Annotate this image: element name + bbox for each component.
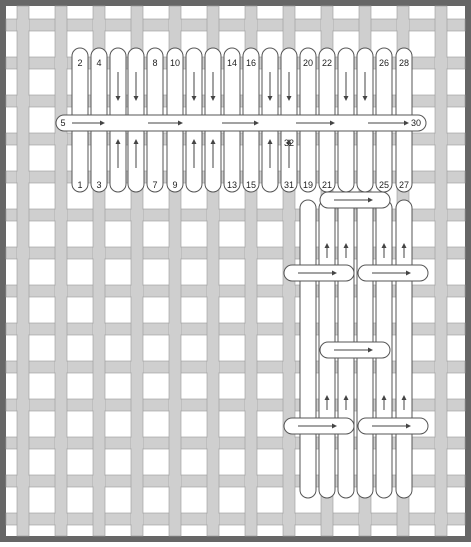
weave-crossing xyxy=(93,20,105,31)
weave-crossing xyxy=(55,362,67,373)
weave-crossing xyxy=(17,172,29,183)
stitch-number-19: 19 xyxy=(303,180,313,190)
weave-crossing xyxy=(283,210,295,221)
horizontal-thread xyxy=(6,513,465,525)
weave-crossing xyxy=(207,286,219,297)
weave-crossing xyxy=(55,514,67,525)
weave-crossing xyxy=(131,362,143,373)
weave-crossing xyxy=(435,286,447,297)
stitch-number-28: 28 xyxy=(399,58,409,68)
weave-crossing xyxy=(245,400,257,411)
stitch-number-15: 15 xyxy=(246,180,256,190)
stitch-number-22: 22 xyxy=(322,58,332,68)
stitch-number-1: 1 xyxy=(77,180,82,190)
weave-crossing xyxy=(17,248,29,259)
weave-crossing xyxy=(207,514,219,525)
weave-crossing xyxy=(55,58,67,69)
weave-crossing xyxy=(17,400,29,411)
stitch-number-2: 2 xyxy=(77,58,82,68)
weave-crossing xyxy=(169,400,181,411)
weave-crossing xyxy=(93,476,105,487)
vertical-thread xyxy=(17,6,29,536)
stitch-number-8: 8 xyxy=(152,58,157,68)
weave-crossing xyxy=(55,210,67,221)
weave-crossing xyxy=(55,438,67,449)
stitch-number-13: 13 xyxy=(227,180,237,190)
weave-crossing xyxy=(283,362,295,373)
stitch-number-30: 30 xyxy=(411,118,421,128)
weave-crossing xyxy=(93,248,105,259)
weave-crossing xyxy=(397,20,409,31)
weave-crossing xyxy=(245,20,257,31)
stitch-number-7: 7 xyxy=(152,180,157,190)
stitch-number-32: 32 xyxy=(284,138,294,148)
stitch-number-4: 4 xyxy=(96,58,101,68)
weave-crossing xyxy=(17,96,29,107)
stitch-number-3: 3 xyxy=(96,180,101,190)
weave-crossing xyxy=(435,210,447,221)
weave-crossing xyxy=(321,20,333,31)
stitch-number-14: 14 xyxy=(227,58,237,68)
stitch-number-25: 25 xyxy=(379,180,389,190)
weave-crossing xyxy=(93,400,105,411)
weave-crossing xyxy=(359,514,371,525)
weave-crossing xyxy=(245,248,257,259)
stitch-number-10: 10 xyxy=(170,58,180,68)
stitch-number-9: 9 xyxy=(172,180,177,190)
stitch-number-21: 21 xyxy=(322,180,332,190)
weave-crossing xyxy=(131,286,143,297)
weave-crossing xyxy=(169,476,181,487)
weave-crossing xyxy=(93,324,105,335)
weave-crossing xyxy=(55,286,67,297)
weave-crossing xyxy=(283,286,295,297)
stitch-number-5: 5 xyxy=(60,118,65,128)
weave-crossing xyxy=(207,210,219,221)
weave-crossing xyxy=(435,362,447,373)
weave-crossing xyxy=(169,20,181,31)
horizontal-thread xyxy=(6,19,465,31)
weave-crossing xyxy=(435,58,447,69)
vertical-thread xyxy=(55,6,67,536)
weave-crossing xyxy=(131,438,143,449)
weave-crossing xyxy=(131,514,143,525)
weave-crossing xyxy=(207,362,219,373)
weave-crossing xyxy=(435,514,447,525)
weave-crossing xyxy=(245,324,257,335)
weave-crossing xyxy=(55,134,67,145)
stitch-number-31: 31 xyxy=(284,180,294,190)
weave-crossing xyxy=(17,20,29,31)
weave-crossing xyxy=(169,324,181,335)
weave-crossing xyxy=(17,324,29,335)
weave-crossing xyxy=(435,438,447,449)
stitch-number-20: 20 xyxy=(303,58,313,68)
weave-crossing xyxy=(169,248,181,259)
weave-crossing xyxy=(283,514,295,525)
stitch-number-16: 16 xyxy=(246,58,256,68)
weave-crossing xyxy=(283,438,295,449)
weave-crossing xyxy=(435,134,447,145)
weave-crossing xyxy=(207,438,219,449)
weave-crossing xyxy=(131,210,143,221)
vertical-stitch xyxy=(300,200,316,498)
vertical-thread xyxy=(435,6,447,536)
weave-crossing xyxy=(17,476,29,487)
stitch-number-27: 27 xyxy=(399,180,409,190)
weave-crossing xyxy=(245,476,257,487)
stitch-number-26: 26 xyxy=(379,58,389,68)
